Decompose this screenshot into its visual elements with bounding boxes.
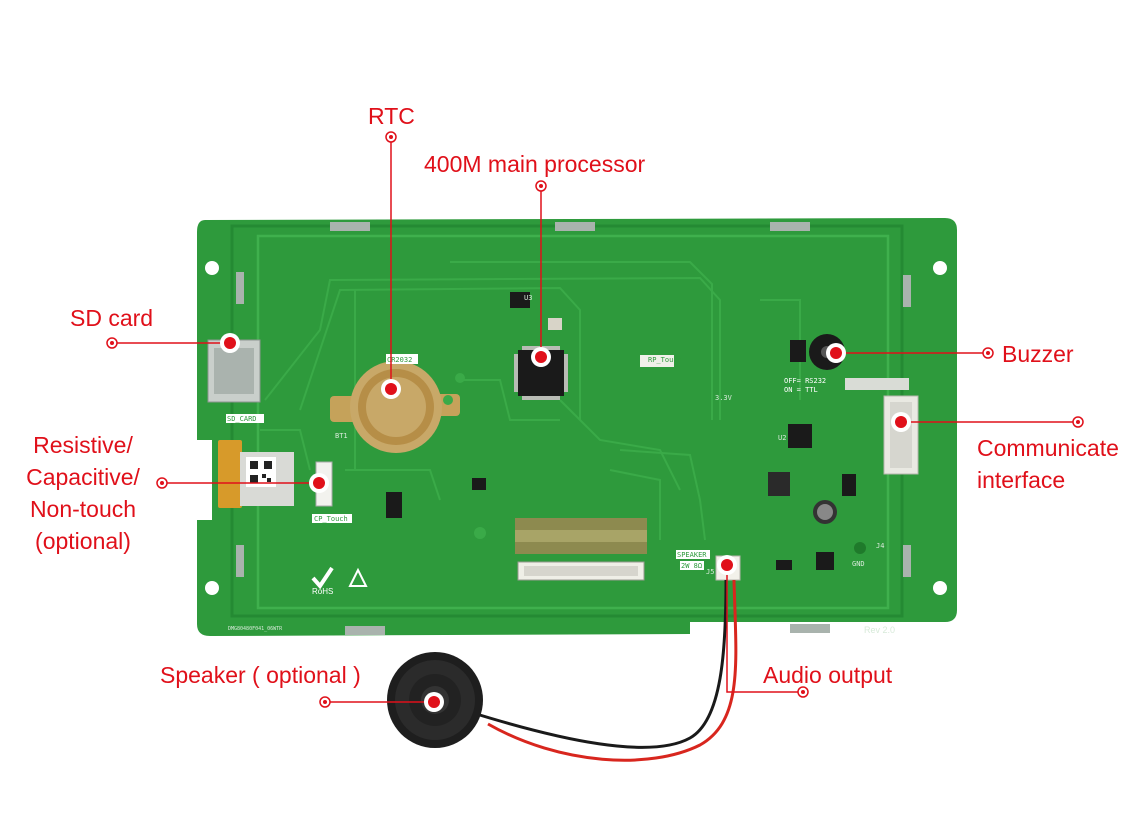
lcd-fpc-connector	[515, 518, 647, 581]
processor-marker	[531, 180, 551, 367]
j4-silk-label: J4	[876, 542, 884, 550]
communication-label-line1: Communicate	[977, 435, 1119, 461]
u3-silk-label: U3	[524, 294, 532, 302]
touch-label: Resistive/ Capacitive/ Non-touch (option…	[18, 429, 148, 557]
u2-silk-label: U2	[778, 434, 786, 442]
touch-label-line3: Non-touch	[29, 496, 137, 522]
rohs-silk-label: RoHS	[312, 587, 333, 596]
communication-label: Communicate interface	[977, 432, 1128, 496]
speaker-marker	[319, 692, 444, 712]
sd-card-label: SD card	[70, 305, 154, 331]
touch-label-line4: (optional)	[35, 528, 131, 554]
buzzer-label: Buzzer	[1002, 341, 1074, 367]
battery-silk-label: CR2032	[387, 356, 412, 364]
speaker-label: Speaker ( optional )	[160, 662, 361, 688]
bt1-silk-label: BT1	[335, 432, 348, 440]
rtc-battery-holder	[330, 354, 460, 453]
pcb-board	[197, 218, 957, 636]
audio-output-label: Audio output	[763, 662, 893, 688]
processor-label: 400M main processor	[424, 151, 646, 177]
gnd-silk-label: GND	[852, 560, 865, 568]
sd-card-marker	[106, 333, 240, 353]
audio-output-marker	[717, 555, 809, 698]
speaker-wires	[469, 579, 738, 762]
revision-silk-label: Rev 2.0	[864, 625, 895, 635]
leader-lines	[112, 137, 1078, 703]
speaker-silk-label: SPEAKER	[677, 551, 707, 559]
cp-touch-silk-label: CP_Touch	[314, 515, 348, 523]
touch-marker	[156, 473, 329, 493]
communication-label-line2: interface	[977, 467, 1066, 493]
rtc-marker	[381, 131, 401, 399]
communication-marker	[891, 412, 1084, 432]
speaker-spec-silk-label: 2W 8Ω	[681, 562, 702, 570]
part-number-silk-label: DMG80480F041_06WTR	[228, 626, 283, 632]
callout-markers	[106, 131, 1084, 712]
communication-connector	[845, 378, 919, 475]
serial-on-silk-label: ON = TTL	[784, 386, 818, 394]
touch-ribbon-connector	[218, 440, 352, 523]
small-components	[386, 292, 866, 570]
sd-card-silk-label: SD_CARD	[227, 415, 257, 423]
buzzer-marker	[826, 343, 994, 363]
serial-off-silk-label: OFF= RS232	[784, 377, 826, 385]
touch-label-line2: Capacitive/	[26, 464, 140, 490]
v33-silk-label: 3.3V	[715, 394, 733, 402]
j5-silk-label: J5	[706, 568, 714, 576]
touch-label-line1: Resistive/	[33, 432, 133, 458]
rohs-mark	[311, 566, 368, 590]
rtc-label: RTC	[368, 103, 415, 129]
rp-touch-silk-label: RP_Touch	[648, 356, 682, 364]
